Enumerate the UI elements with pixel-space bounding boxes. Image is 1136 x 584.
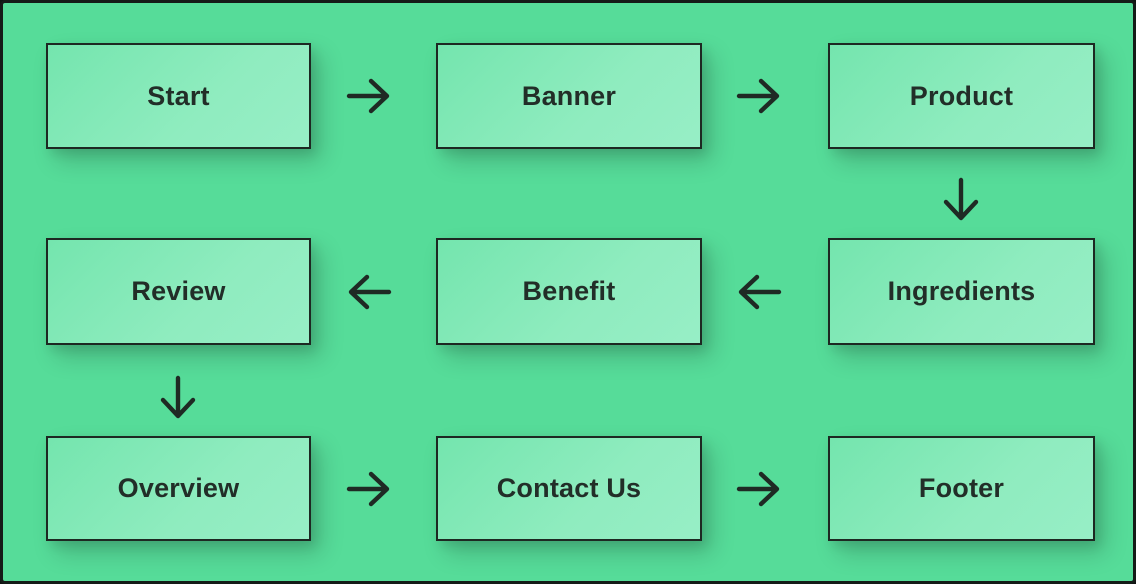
arrow-ingredients-to-benefit-icon: [738, 274, 782, 310]
node-banner-label: Banner: [521, 80, 617, 111]
node-start: Start: [46, 43, 311, 149]
arrow-overview-to-contact-icon: [346, 471, 390, 507]
arrow-contact-to-footer-icon: [736, 471, 780, 507]
node-review-label: Review: [131, 276, 226, 306]
arrow-benefit-to-review-icon: [348, 274, 392, 310]
node-benefit: Benefit: [436, 238, 702, 345]
node-footer: Footer: [828, 436, 1095, 541]
node-ingredients-label: Ingredients: [887, 276, 1036, 306]
node-review: Review: [46, 238, 311, 345]
node-product: Product: [828, 43, 1095, 149]
node-overview: Overview: [46, 436, 311, 541]
arrow-product-to-ingredients-icon: [943, 177, 979, 221]
node-contact-us-label: Contact Us: [496, 473, 642, 503]
arrow-review-to-overview-icon: [160, 375, 196, 419]
arrow-banner-to-product-icon: [736, 78, 780, 114]
node-footer-label: Footer: [918, 473, 1005, 503]
node-contact-us: Contact Us: [436, 436, 702, 541]
node-ingredients: Ingredients: [828, 238, 1095, 345]
node-banner: Banner: [436, 43, 702, 149]
node-start-label: Start: [147, 80, 210, 111]
node-product-label: Product: [909, 80, 1014, 111]
arrow-start-to-banner-icon: [346, 78, 390, 114]
node-benefit-label: Benefit: [522, 276, 616, 306]
node-overview-label: Overview: [117, 473, 240, 503]
